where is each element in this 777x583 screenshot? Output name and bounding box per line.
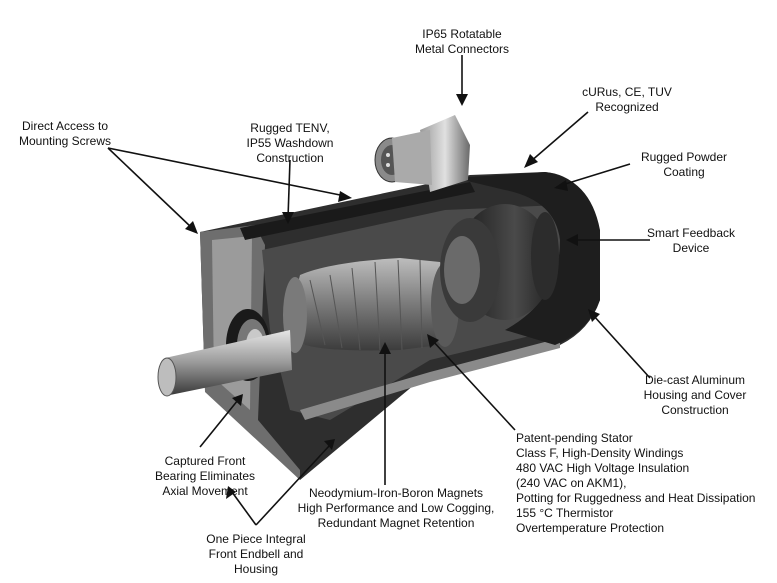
label-direct-access: Direct Access to Mounting Screws	[18, 119, 112, 148]
leader-arrowheads	[185, 94, 600, 499]
leader-direct-2	[107, 147, 346, 197]
label-front-bearing: Captured Front Bearing Eliminates Axial …	[154, 454, 256, 498]
connector	[374, 115, 470, 192]
leader-endbell-1	[231, 491, 257, 526]
label-ip65-connectors: IP65 Rotatable Metal Connectors	[414, 27, 510, 56]
leader-curus	[529, 111, 589, 163]
label-front-endbell: One Piece Integral Front Endbell and Hou…	[206, 532, 306, 576]
leader-tenv	[287, 159, 291, 219]
leader-direct-1	[107, 147, 193, 229]
leader-stator	[431, 339, 516, 431]
label-magnets: Neodymium-Iron-Boron Magnets High Perfor…	[297, 486, 495, 530]
motor-shaft	[157, 330, 292, 397]
leader-bearing	[199, 399, 239, 448]
label-curus: cURus, CE, TUV Recognized	[582, 85, 672, 114]
label-tenv: Rugged TENV, IP55 Washdown Construction	[246, 121, 334, 165]
label-feedback-device: Smart Feedback Device	[646, 226, 736, 255]
feedback-device	[440, 204, 559, 322]
leader-powder	[561, 163, 631, 186]
leader-lines	[107, 55, 651, 526]
leader-diecast	[592, 314, 651, 379]
leader-endbell-2	[255, 444, 331, 526]
label-diecast-housing: Die-cast Aluminum Housing and Cover Cons…	[643, 373, 747, 417]
label-stator: Patent-pending Stator Class F, High-Dens…	[516, 431, 756, 535]
label-powder-coating: Rugged Powder Coating	[640, 150, 728, 179]
